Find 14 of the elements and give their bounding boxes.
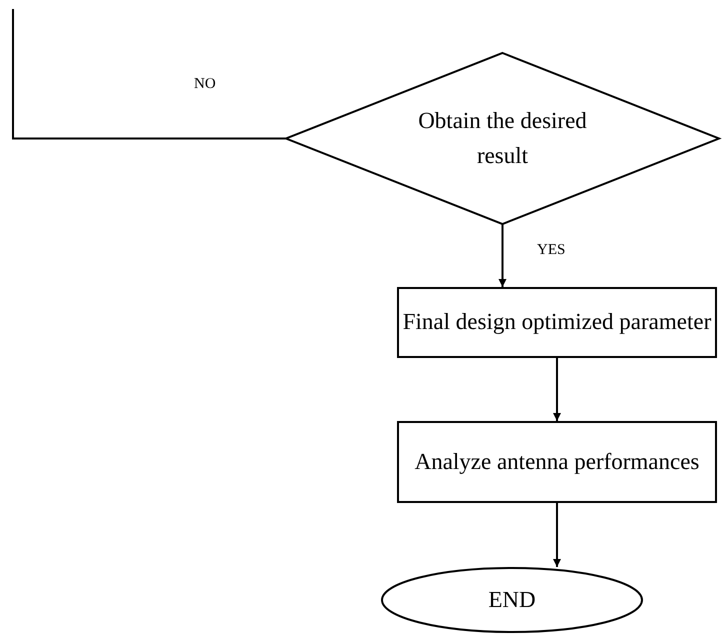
arrow [498,224,506,287]
process-box [397,421,717,503]
node-text: END [488,586,536,614]
edge-label: YES [537,242,566,259]
arrow [553,358,561,421]
connector-line [12,9,286,140]
decision-diamond [286,53,719,224]
terminal-ellipse [381,567,643,633]
process-box [397,287,717,358]
arrow [553,503,561,567]
node-text: Analyze antenna performances [414,448,700,476]
node-text: Final design optimized parameter [402,308,712,336]
node-text: Obtain the desired result [417,107,588,170]
edge-label: NO [194,76,216,93]
